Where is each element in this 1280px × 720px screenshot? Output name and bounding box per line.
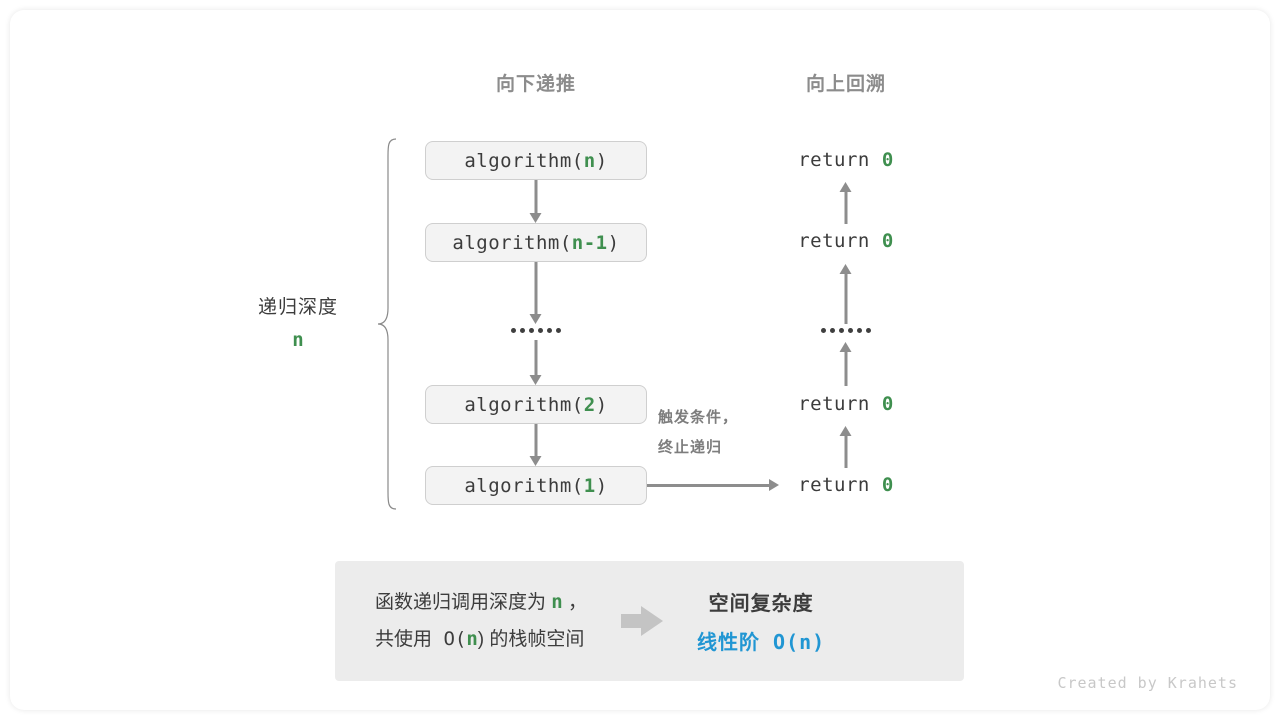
summary-line-1-a: 函数递归调用深度为 bbox=[375, 592, 552, 613]
diagram-canvas: 向下递推 向上回溯 递归深度 n algorithm(n) algorithm(… bbox=[10, 10, 1270, 710]
return-text: return bbox=[798, 474, 882, 496]
curly-brace-icon bbox=[377, 138, 397, 510]
call-box: algorithm(1) bbox=[425, 466, 647, 505]
column-header-backtrack-up: 向上回溯 bbox=[805, 74, 887, 95]
summary-line-2-a: 共使用 O( bbox=[375, 628, 467, 650]
space-complexity-title: 空间复杂度 bbox=[708, 593, 814, 615]
ellipsis-dot bbox=[556, 328, 561, 333]
column-header-recurse-down: 向下递推 bbox=[495, 74, 577, 95]
return-value: 0 bbox=[881, 230, 894, 252]
recursion-depth-title: 递归深度 bbox=[257, 297, 339, 318]
ellipsis-dot bbox=[848, 328, 853, 333]
trigger-note-line-1: 触发条件， bbox=[658, 409, 739, 426]
return-value: 0 bbox=[881, 474, 894, 496]
down-arrow-icon bbox=[529, 180, 543, 223]
down-arrow-icon bbox=[529, 340, 543, 385]
ellipsis-dot bbox=[821, 328, 826, 333]
up-arrow-icon bbox=[839, 342, 853, 386]
block-right-arrow-icon bbox=[621, 606, 664, 636]
right-arrow-icon bbox=[647, 479, 779, 492]
return-text: return bbox=[798, 149, 882, 171]
return-value: 0 bbox=[881, 393, 894, 415]
ellipsis-dot bbox=[547, 328, 552, 333]
trigger-note-line-2: 终止递归 bbox=[658, 439, 723, 456]
call-box-close: ) bbox=[595, 149, 608, 172]
return-label: return 0 bbox=[798, 474, 894, 496]
call-box: algorithm(n) bbox=[425, 141, 647, 180]
space-complexity-value: 线性阶 O(n) bbox=[697, 630, 826, 654]
return-label: return 0 bbox=[798, 230, 894, 252]
call-box-arg: 2 bbox=[583, 393, 596, 416]
ellipsis-dots-right bbox=[821, 328, 871, 333]
call-box-close: ) bbox=[595, 393, 608, 416]
down-arrow-icon bbox=[529, 262, 543, 324]
ellipsis-dot bbox=[830, 328, 835, 333]
recursion-depth-value: n bbox=[292, 329, 304, 351]
ellipsis-dot bbox=[529, 328, 534, 333]
call-box-text: algorithm( bbox=[464, 149, 584, 172]
ellipsis-dot bbox=[520, 328, 525, 333]
ellipsis-dot bbox=[839, 328, 844, 333]
trigger-condition-note: 触发条件， 终止递归 bbox=[658, 403, 738, 463]
recursion-depth-label: 递归深度 n bbox=[258, 292, 338, 351]
return-label: return 0 bbox=[798, 149, 894, 171]
return-value: 0 bbox=[881, 149, 894, 171]
return-text: return bbox=[798, 393, 882, 415]
call-box: algorithm(2) bbox=[425, 385, 647, 424]
call-box-text: algorithm( bbox=[452, 231, 572, 254]
call-box-arg: n bbox=[583, 149, 596, 172]
call-box: algorithm(n-1) bbox=[425, 223, 647, 262]
ellipsis-dot bbox=[857, 328, 862, 333]
call-box-text: algorithm( bbox=[464, 474, 584, 497]
summary-panel: 函数递归调用深度为 n ， 共使用 O(n) 的栈帧空间 空间复杂度 线性阶 O… bbox=[335, 561, 964, 681]
up-arrow-icon bbox=[839, 426, 853, 468]
call-box-text: algorithm( bbox=[464, 393, 584, 416]
summary-line-1: 函数递归调用深度为 n ， bbox=[375, 584, 587, 621]
call-box-close: ) bbox=[595, 474, 608, 497]
up-arrow-icon bbox=[839, 264, 853, 324]
ellipsis-dots-left bbox=[511, 328, 561, 333]
call-box-arg: 1 bbox=[583, 474, 596, 497]
return-text: return bbox=[798, 230, 882, 252]
summary-line-1-b: ， bbox=[562, 592, 588, 613]
summary-line-2: 共使用 O(n) 的栈帧空间 bbox=[375, 621, 587, 658]
summary-line-2-b: ) 的栈帧空间 bbox=[477, 629, 585, 650]
ellipsis-dot bbox=[538, 328, 543, 333]
call-box-arg: n-1 bbox=[571, 231, 608, 254]
summary-description: 函数递归调用深度为 n ， 共使用 O(n) 的栈帧空间 bbox=[375, 584, 587, 658]
summary-conclusion: 空间复杂度 线性阶 O(n) bbox=[697, 587, 825, 655]
credit-text: Created by Krahets bbox=[1057, 674, 1238, 692]
down-arrow-icon bbox=[529, 424, 543, 466]
summary-line-1-n: n bbox=[551, 591, 563, 613]
ellipsis-dot bbox=[511, 328, 516, 333]
up-arrow-icon bbox=[839, 182, 853, 224]
call-box-close: ) bbox=[607, 231, 620, 254]
return-label: return 0 bbox=[798, 393, 894, 415]
summary-line-2-n: n bbox=[466, 628, 478, 650]
ellipsis-dot bbox=[866, 328, 871, 333]
